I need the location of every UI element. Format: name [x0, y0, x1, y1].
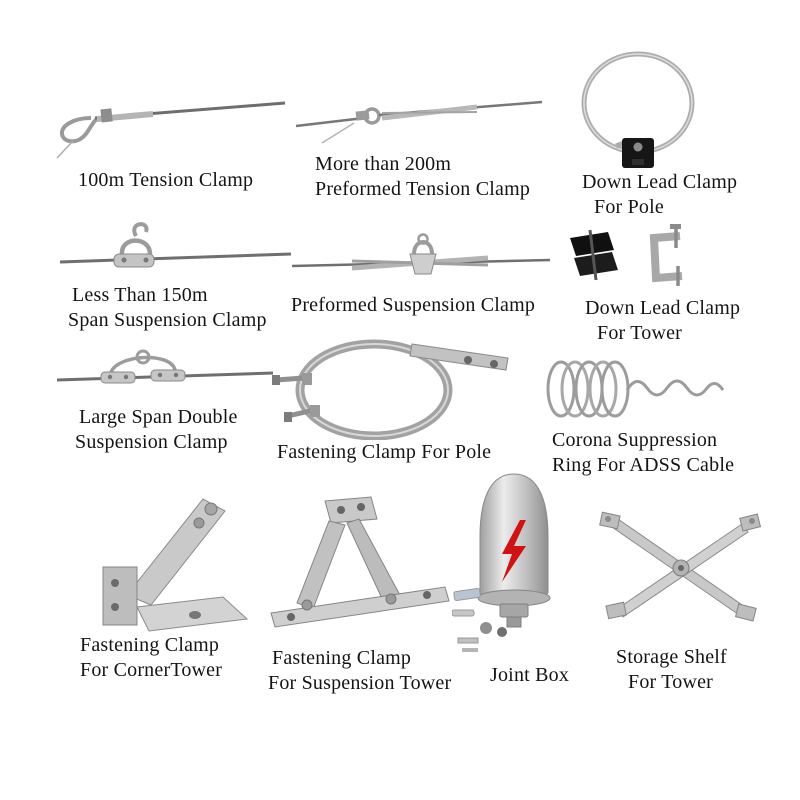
span-suspension-clamp-image	[59, 222, 292, 268]
preformed-tension-clamp-image	[295, 100, 543, 144]
fastening-clamp-suspension-tower-image	[270, 496, 450, 628]
down-lead-clamp-pole-image	[581, 51, 695, 168]
product-label-line: For CornerTower	[80, 659, 223, 681]
product-label-line: Less Than 150m	[72, 284, 208, 306]
product-label-line: Fastening Clamp	[272, 647, 412, 669]
joint-box-image	[452, 473, 551, 652]
product-label-line: For Suspension Tower	[268, 672, 452, 694]
corona-suppression-ring-image	[546, 360, 725, 418]
product-label-line: More than 200m	[315, 153, 452, 175]
product-label-line: Down Lead Clamp	[585, 297, 741, 319]
product-label-line: Preformed Tension Clamp	[315, 178, 531, 200]
product-label-line: Joint Box	[490, 664, 570, 686]
product-label-line: Fastening Clamp For Pole	[277, 441, 492, 463]
product-label-line: Suspension Clamp	[75, 431, 228, 453]
product-label-line: For Tower	[628, 671, 714, 693]
product-label-line: For Pole	[594, 196, 664, 218]
fastening-clamp-pole-image	[272, 339, 509, 440]
product-label-line: Down Lead Clamp	[582, 171, 738, 193]
product-label-line: 100m Tension Clamp	[78, 169, 254, 191]
product-label-line: Large Span Double	[79, 406, 238, 428]
down-lead-clamp-tower-image	[570, 224, 683, 286]
product-label-line: Preformed Suspension Clamp	[291, 294, 536, 316]
product-label-line: Span Suspension Clamp	[68, 309, 267, 331]
fastening-clamp-corner-tower-image	[102, 498, 249, 632]
product-label-line: Storage Shelf	[616, 646, 727, 668]
preformed-suspension-clamp-image	[291, 233, 551, 275]
rubber-clamp-block	[622, 138, 654, 168]
product-label-line: Ring For ADSS Cable	[552, 454, 735, 476]
tension-clamp-100m-image	[56, 101, 286, 159]
product-label-line: Fastening Clamp	[80, 634, 220, 656]
product-label-line: For Tower	[597, 322, 683, 344]
rubber-block-bottom	[574, 252, 618, 276]
product-label-line: Corona Suppression	[552, 429, 718, 451]
double-suspension-clamp-image	[56, 349, 274, 384]
storage-shelf-tower-image	[599, 511, 762, 622]
lightning-icon	[502, 520, 526, 582]
